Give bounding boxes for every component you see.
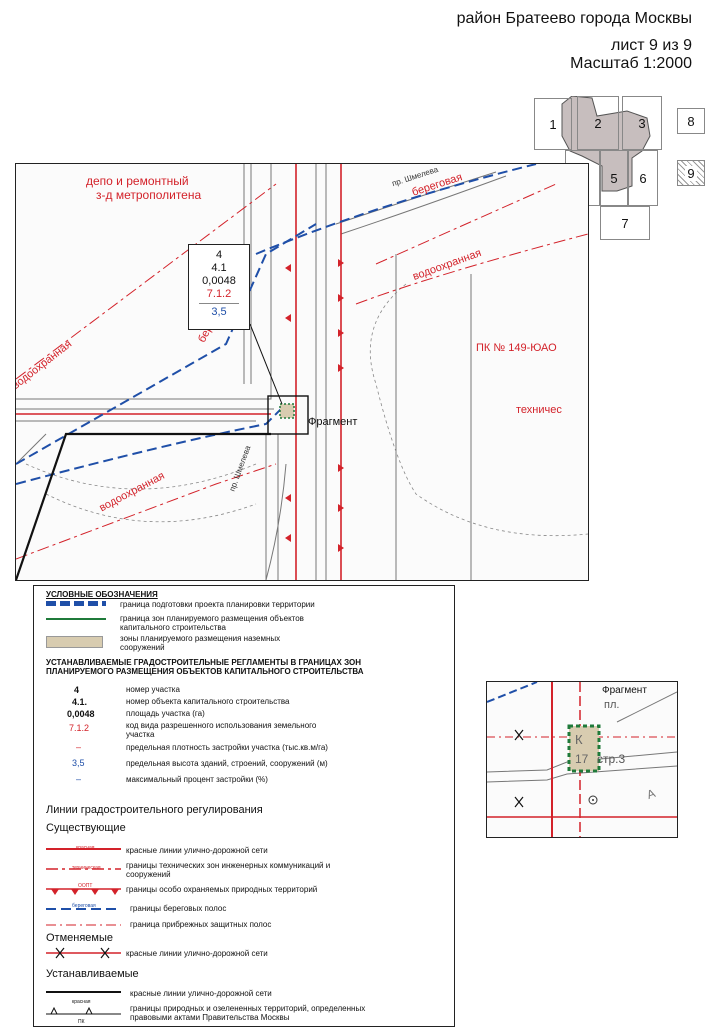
- main-map[interactable]: депо и ремонтный з-д метрополитена берег…: [15, 163, 589, 581]
- legend-existing-coastal: границы береговых полос: [130, 904, 227, 913]
- inset-pl: пл.: [604, 699, 620, 711]
- reg-text-plot-no: номер участка: [126, 685, 180, 694]
- callout-height: 3,5: [211, 306, 227, 318]
- reg-text-coverage: максимальный процент застройки (%): [126, 775, 268, 784]
- legend-existing-water-protect: граница прибрежных защитных полос: [130, 920, 272, 929]
- reg-sym-plot-no: 4: [74, 685, 80, 695]
- legend-item-ground-zone: зоны планируемого размещения наземных со…: [120, 634, 281, 652]
- sheet-cell-8[interactable]: 8: [677, 108, 705, 134]
- legend-line-symbols: [46, 848, 121, 959]
- legend-symbol-ground-zone: [46, 636, 103, 648]
- district-title: район Братеево города Москвы: [456, 10, 692, 27]
- legend-small-oopt: ООПТ: [78, 883, 93, 889]
- map-scale: Масштаб 1:2000: [570, 55, 692, 72]
- inset-title: Фрагмент: [602, 685, 647, 696]
- plot-callout[interactable]: 4 4.1 0,0048 7.1.2 3,5: [188, 244, 250, 330]
- legend-established-green: границы природных и озелененных территор…: [130, 1004, 366, 1022]
- reg-sym-use-code: 7.1.2: [69, 723, 90, 733]
- legend-established-red-lines: красные линии улично-дорожной сети: [130, 989, 272, 998]
- callout-use-code: 7.1.2: [206, 288, 232, 300]
- legend-existing-protected: границы особо охраняемых природных терри…: [126, 885, 318, 894]
- inset-linework: [487, 682, 677, 837]
- sheet-cell-6[interactable]: 6: [628, 150, 658, 206]
- legend-small-pk: ПК: [78, 1019, 85, 1025]
- legend-small-coast: береговая: [72, 903, 96, 909]
- inset-str: стр.3: [597, 752, 626, 766]
- reg-text-area: площадь участка (га): [126, 709, 205, 718]
- label-tech: техничес: [516, 404, 562, 416]
- sheet-cell-3[interactable]: 3: [622, 96, 662, 150]
- reg-sym-area: 0,0048: [67, 709, 95, 719]
- legend-existing-tech-zones: границы технических зон инженерных комму…: [126, 861, 331, 879]
- legend-established-symbols: [46, 991, 121, 1015]
- legend-existing-red-lines: красные линии улично-дорожной сети: [126, 846, 268, 855]
- legend-item-project-boundary: граница подготовки проекта планировки те…: [120, 600, 315, 609]
- legend-symbol-zone-boundary: [46, 618, 106, 620]
- callout-area: 0,0048: [202, 275, 236, 287]
- legend-existing-title: Существующие: [46, 822, 126, 834]
- reg-sym-height: 3,5: [72, 758, 85, 768]
- sheet-cell-9-current[interactable]: 9: [677, 160, 705, 186]
- reg-text-object-no: номер объекта капитального строительства: [126, 697, 290, 706]
- inset-num: 17: [575, 752, 589, 766]
- reg-sym-density: –: [76, 742, 82, 752]
- legend-symbol-project-boundary: [46, 601, 106, 606]
- fragment-inset[interactable]: Фрагмент пл. К 17 стр.3 А: [486, 681, 678, 838]
- inset-k: К: [575, 732, 583, 747]
- reg-text-use-code: код вида разрешенного использования земе…: [126, 721, 317, 739]
- sheet-cell-5[interactable]: 5: [600, 150, 628, 206]
- legend-title: УСЛОВНЫЕ ОБОЗНАЧЕНИЯ: [46, 590, 158, 599]
- label-depot-2: з-д метрополитена: [96, 188, 202, 202]
- sheet-number: лист 9 из 9: [610, 37, 692, 54]
- reg-sym-coverage: –: [76, 774, 82, 784]
- legend-cancelled-title: Отменяемые: [46, 932, 114, 944]
- reg-sym-object-no: 4.1.: [72, 697, 88, 707]
- legend-cancelled-red-lines: красные линии улично-дорожной сети: [126, 949, 268, 958]
- legend-item-zone-boundary: граница зон планируемого размещения объе…: [120, 614, 304, 632]
- label-fragment: Фрагмент: [308, 416, 358, 428]
- reg-text-height: предельная высота зданий, строений, соор…: [126, 759, 328, 768]
- sheet-cell-2[interactable]: 2: [577, 96, 619, 150]
- callout-divider: [199, 303, 239, 304]
- reg-text-density: предельная плотность застройки участка (…: [126, 743, 328, 752]
- legend-regulations-title: УСТАНАВЛИВАЕМЫЕ ГРАДОСТРОИТЕЛЬНЫЕ РЕГЛАМ…: [46, 658, 364, 676]
- legend-small-red-2: красная: [72, 999, 91, 1005]
- sheet-index: 1 2 3 4 5 6 7: [532, 95, 682, 246]
- sheet-cell-7[interactable]: 7: [600, 206, 650, 240]
- callout-plot-no: 4: [215, 249, 223, 261]
- legend-small-tech: техническая: [72, 865, 101, 871]
- label-pk: ПК № 149-ЮАО: [476, 342, 557, 354]
- legend-small-red: красная: [76, 845, 95, 851]
- map-linework: [16, 164, 588, 580]
- legend-lines-title: Линии градостроительного регулирования: [46, 804, 263, 816]
- label-depot: депо и ремонтный: [86, 174, 189, 188]
- callout-object-no: 4.1: [211, 262, 227, 274]
- legend: УСЛОВНЫЕ ОБОЗНАЧЕНИЯ граница подготовки …: [33, 585, 455, 1027]
- sheet-cell-1[interactable]: 1: [534, 98, 572, 150]
- legend-established-title: Устанавливаемые: [46, 968, 139, 980]
